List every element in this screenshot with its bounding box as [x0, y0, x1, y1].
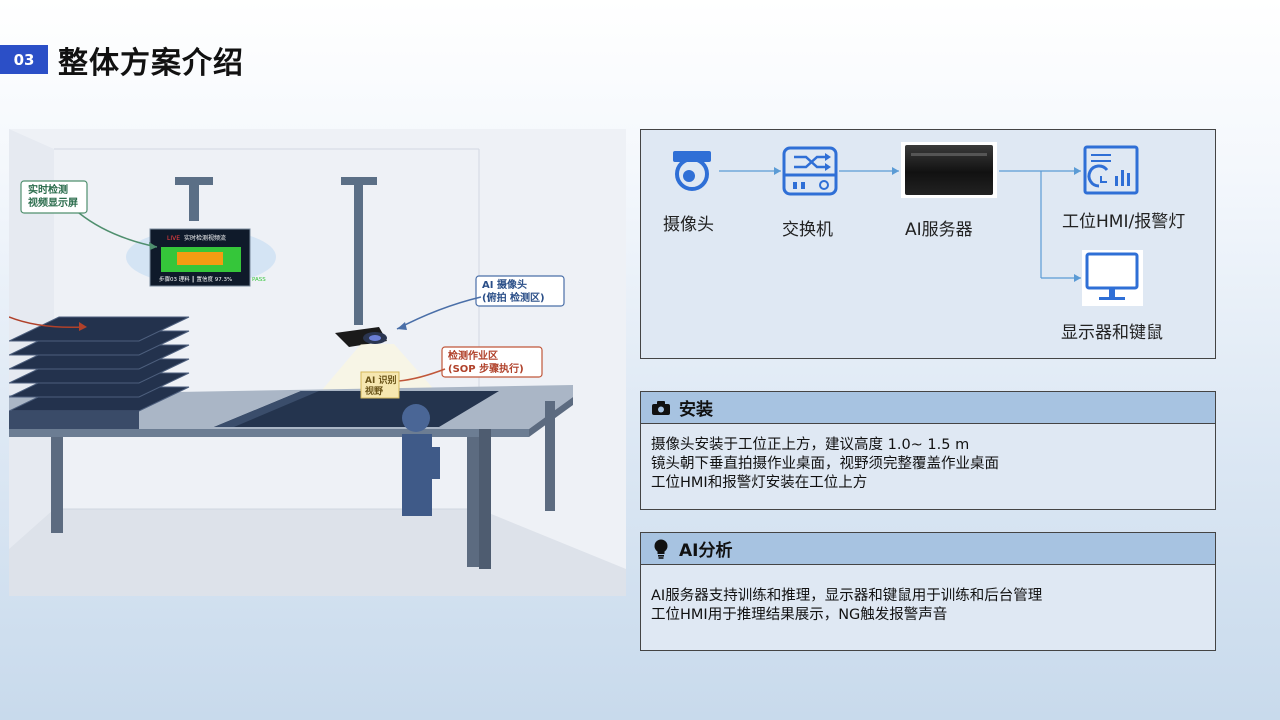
- node-label-monitor: 显示器和键鼠: [1061, 323, 1163, 343]
- callout-detection-zone-line2: (SOP 步骤执行): [448, 362, 524, 375]
- install-section: 安装 摄像头安装于工位正上方，建议高度 1.0~ 1.5 m 镜头朝下垂直拍摄作…: [640, 391, 1216, 510]
- callout-ai-view-line2: 视野: [365, 385, 383, 397]
- install-header: 安装: [641, 392, 1215, 424]
- install-title: 安装: [679, 400, 713, 420]
- network-switch-icon: [782, 146, 838, 196]
- live-label: LIVE: [167, 235, 180, 242]
- dashboard-icon: [1083, 145, 1139, 195]
- monitor-header-text: 实时检测视频流: [184, 234, 226, 242]
- system-topology-panel: 摄像头 交换机 AI服务器 工位HMI/报警灯 显示器和键鼠: [640, 129, 1216, 359]
- server-icon: [901, 142, 997, 198]
- page-title: 整体方案介绍: [58, 46, 244, 81]
- monitor-icon: [1082, 250, 1143, 306]
- ai-analysis-line-1: AI服务器支持训练和推理，显示器和键鼠用于训练和后台管理: [651, 588, 1043, 604]
- callout-display-screen-line2: 视频显示屏: [28, 196, 78, 209]
- callout-ai-view-line1: AI 识别: [365, 374, 396, 386]
- monitor-status: PASS: [252, 277, 266, 283]
- install-line-1: 摄像头安装于工位正上方，建议高度 1.0~ 1.5 m: [651, 437, 970, 453]
- camera-icon: [651, 398, 671, 418]
- install-line-3: 工位HMI和报警灯安装在工位上方: [651, 475, 868, 491]
- ai-analysis-line-2: 工位HMI用于推理结果展示，NG触发报警声音: [651, 607, 948, 623]
- callout-ai-camera-line2: (俯拍 检测区): [482, 291, 545, 304]
- workstation-illustration: LIVE 实时检测视频流 步骤03 理料 ┃ 置信度 97.3% PASS: [9, 129, 626, 596]
- node-label-hmi: 工位HMI/报警灯: [1062, 212, 1186, 232]
- camera-icon: [673, 151, 711, 191]
- ai-analysis-section: AI分析 AI服务器支持训练和推理，显示器和键鼠用于训练和后台管理 工位HMI用…: [640, 532, 1216, 651]
- node-label-switch: 交换机: [782, 220, 833, 240]
- node-label-server: AI服务器: [905, 220, 973, 240]
- install-line-2: 镜头朝下垂直拍摄作业桌面，视野须完整覆盖作业桌面: [651, 456, 999, 472]
- monitor-footer-text: 步骤03 理料 ┃ 置信度 97.3%: [159, 275, 232, 283]
- ai-analysis-title: AI分析: [679, 541, 733, 561]
- callout-detection-zone-line1: 检测作业区: [448, 349, 498, 362]
- callout-ai-camera-line1: AI 摄像头: [482, 278, 527, 291]
- node-label-camera: 摄像头: [663, 215, 714, 235]
- lightbulb-icon: [651, 539, 671, 559]
- section-number-badge: 03: [0, 45, 48, 74]
- ai-analysis-header: AI分析: [641, 533, 1215, 565]
- callout-display-screen-line1: 实时检测: [28, 183, 68, 196]
